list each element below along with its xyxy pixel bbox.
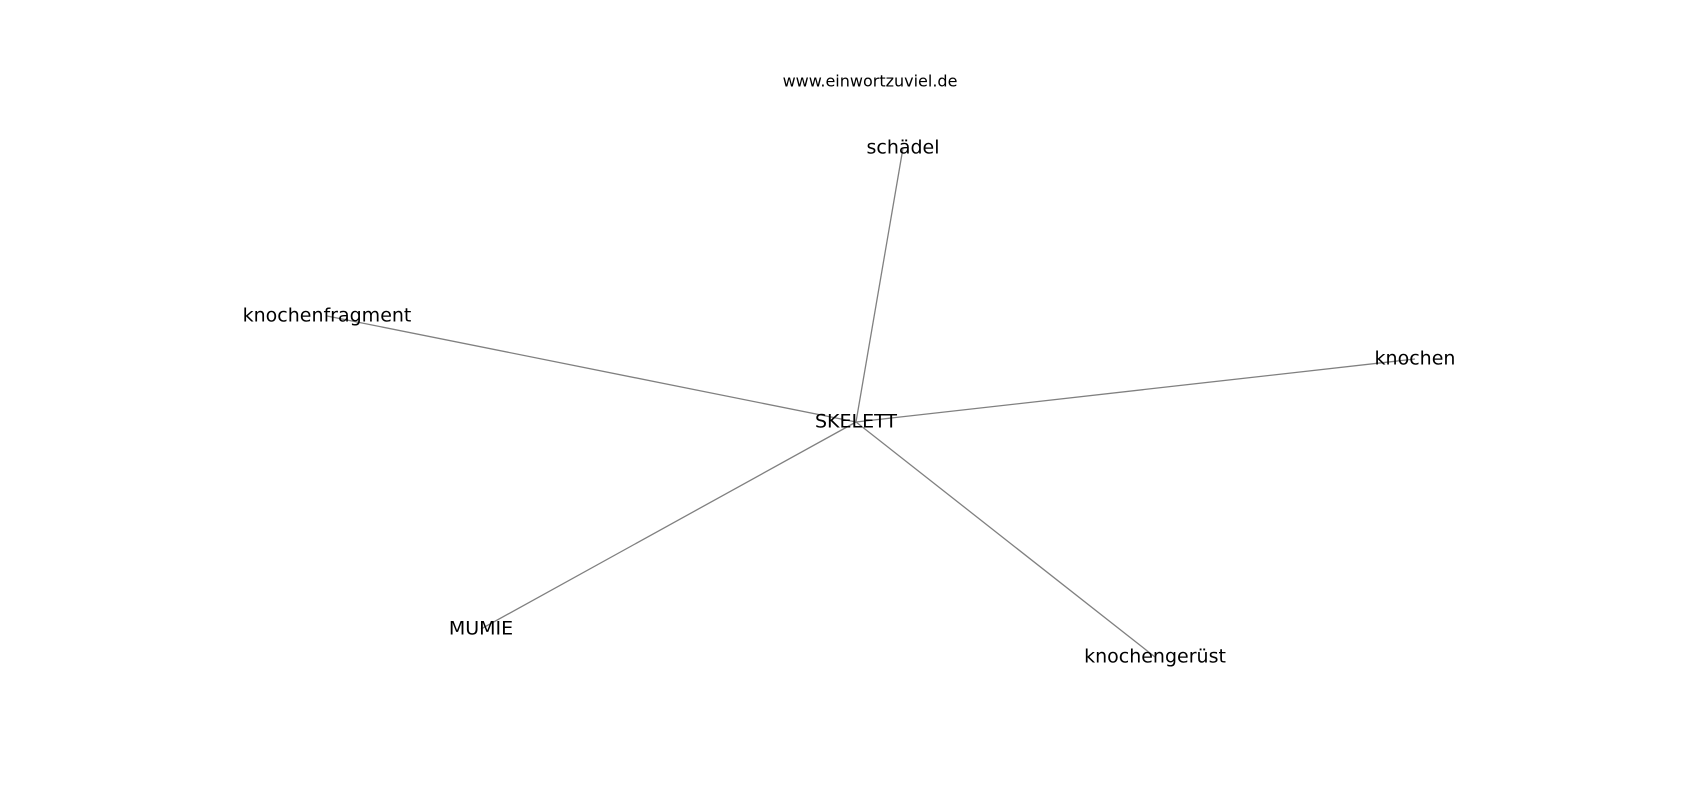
edge-skelett-schaedel — [855, 147, 904, 423]
node-knochen: knochen — [1375, 348, 1456, 370]
edge-skelett-mumie — [480, 421, 857, 630]
edge-skelett-knochen — [855, 358, 1416, 423]
site-label: www.einwortzuviel.de — [783, 72, 958, 91]
edge-skelett-knochengeruest — [855, 421, 1156, 658]
edge-skelett-knochenfragment — [326, 315, 857, 423]
node-skelett: SKELETT — [815, 411, 897, 433]
node-schaedel: schädel — [866, 137, 939, 159]
node-mumie: MUMIE — [449, 618, 513, 640]
labels-layer: SKELETT schädel knochenfragment knochenMUMI… — [243, 137, 1456, 668]
node-knochenfragment: knochenfragment — [243, 305, 412, 327]
edges-layer — [326, 147, 1416, 658]
node-knochengeruest: knochengerüst — [1084, 646, 1226, 668]
